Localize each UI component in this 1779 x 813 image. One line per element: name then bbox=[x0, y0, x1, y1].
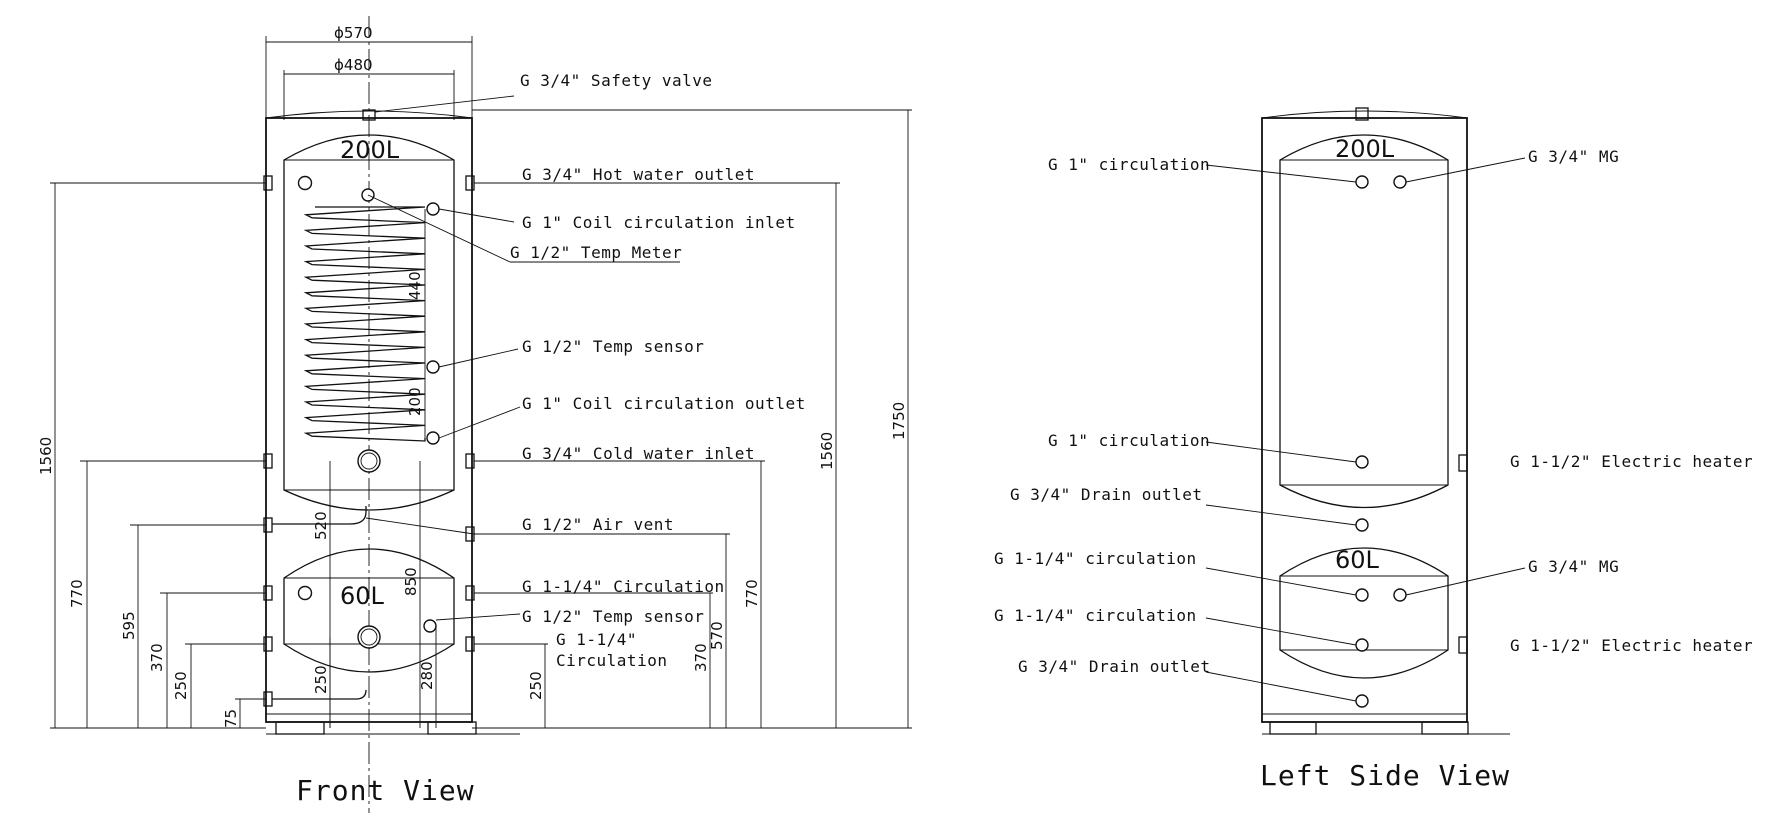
dim-250-mid: 250 bbox=[312, 665, 330, 694]
side-leaders bbox=[1205, 157, 1526, 702]
side-casing bbox=[1261, 117, 1468, 723]
dim-370-left: 370 bbox=[148, 643, 166, 672]
label-hot-water-outlet: G 3/4" Hot water outlet bbox=[522, 165, 755, 184]
front-top-cap bbox=[265, 110, 473, 119]
dim-280: 280 bbox=[418, 661, 436, 690]
dim-520: 520 bbox=[312, 511, 330, 540]
side-view-title: Left Side View bbox=[1260, 759, 1510, 792]
left-dimensions: 1560 770 595 370 250 75 bbox=[37, 182, 266, 729]
label-coil-outlet: G 1" Coil circulation outlet bbox=[522, 394, 806, 413]
front-foot-right bbox=[427, 721, 477, 735]
dim-inner-diameter: ϕ480 bbox=[334, 56, 373, 74]
label-temp-sensor-upper: G 1/2" Temp sensor bbox=[522, 337, 704, 356]
side-label-drain-upper: G 3/4" Drain outlet bbox=[1010, 485, 1203, 504]
air-vent-pipe bbox=[272, 506, 367, 525]
dim-595: 595 bbox=[120, 611, 138, 640]
front-foot-left bbox=[275, 721, 325, 735]
dim-770-left: 770 bbox=[68, 579, 86, 608]
dim-440: 440 bbox=[406, 271, 424, 300]
label-temp-sensor-lower: G 1/2" Temp sensor bbox=[522, 607, 704, 626]
drain-pipe bbox=[272, 689, 367, 700]
dim-770-right: 770 bbox=[743, 579, 761, 608]
side-label-circulation-mid: G 1" circulation bbox=[1048, 431, 1210, 450]
front-60l-label: 60L bbox=[340, 582, 385, 610]
side-tank-200l bbox=[1279, 134, 1449, 509]
front-view: 200L 60L ϕ570 ϕ480 1560 770 595 bbox=[37, 16, 912, 813]
dim-1560-right: 1560 bbox=[818, 432, 836, 470]
dim-570: 570 bbox=[708, 621, 726, 650]
side-label-heater-lower: G 1-1/2" Electric heater bbox=[1510, 636, 1753, 655]
side-foot-left bbox=[1269, 721, 1317, 735]
dim-370-right: 370 bbox=[692, 643, 710, 672]
dim-75: 75 bbox=[222, 709, 240, 728]
side-label-drain-lower: G 3/4" Drain outlet bbox=[1018, 657, 1211, 676]
dim-250-left: 250 bbox=[172, 671, 190, 700]
label-circulation-114-b-1: G 1-1/4" bbox=[556, 630, 637, 649]
label-safety-valve: G 3/4" Safety valve bbox=[520, 71, 713, 90]
side-top-fitting bbox=[1355, 107, 1369, 121]
front-200l-label: 200L bbox=[340, 136, 400, 164]
front-leaders bbox=[367, 95, 754, 621]
label-cold-water-inlet: G 3/4" Cold water inlet bbox=[522, 444, 755, 463]
side-60l-label: 60L bbox=[1335, 546, 1380, 574]
side-label-mg-bottom: G 3/4" MG bbox=[1528, 557, 1619, 576]
side-foot-right bbox=[1421, 721, 1469, 735]
dim-250-right: 250 bbox=[527, 671, 545, 700]
dim-850: 850 bbox=[402, 567, 420, 596]
label-air-vent: G 1/2" Air vent bbox=[522, 515, 674, 534]
label-circulation-114: G 1-1/4" Circulation bbox=[522, 577, 725, 596]
front-view-title: Front View bbox=[296, 774, 475, 807]
side-label-heater-upper: G 1-1/2" Electric heater bbox=[1510, 452, 1753, 471]
side-heater-lower bbox=[1458, 636, 1468, 654]
heating-coil bbox=[303, 206, 426, 442]
side-label-circulation-top: G 1" circulation bbox=[1048, 155, 1210, 174]
side-view: 200L 60L G 1" circulation G 3/4" MG G 1"… bbox=[994, 107, 1753, 792]
label-temp-meter: G 1/2" Temp Meter bbox=[510, 243, 682, 262]
right-dimensions: 250 370 570 770 1560 1750 bbox=[472, 109, 912, 729]
side-label-circulation-114-b: G 1-1/4" circulation bbox=[994, 606, 1197, 625]
side-heater-upper bbox=[1458, 454, 1468, 472]
label-circulation-114-b-2: Circulation bbox=[556, 651, 667, 670]
side-200l-label: 200L bbox=[1335, 135, 1395, 163]
side-label-mg-top: G 3/4" MG bbox=[1528, 147, 1619, 166]
safety-valve bbox=[362, 109, 376, 121]
dim-1750: 1750 bbox=[890, 402, 908, 440]
label-coil-inlet: G 1" Coil circulation inlet bbox=[522, 213, 796, 232]
side-label-circulation-114-a: G 1-1/4" circulation bbox=[994, 549, 1197, 568]
dim-1560-left: 1560 bbox=[37, 437, 55, 475]
internal-dimensions: 440 200 520 850 250 280 bbox=[312, 209, 437, 728]
dim-200: 200 bbox=[406, 387, 424, 416]
dim-outer-diameter: ϕ570 bbox=[334, 24, 373, 42]
